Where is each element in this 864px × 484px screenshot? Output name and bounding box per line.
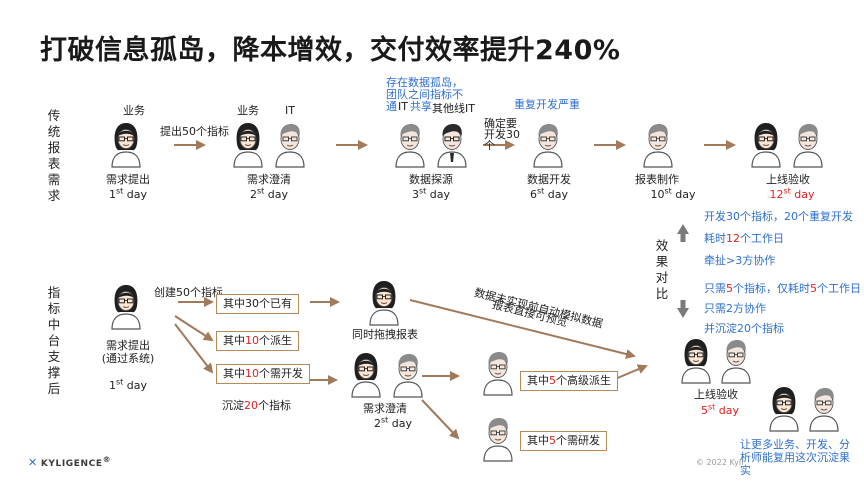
plat-accept-label: 上线验收 [694, 388, 738, 401]
island-note-4: 共享 [410, 100, 432, 113]
role-business-1: 业务 [123, 104, 145, 117]
compare-label: 效果对比 [655, 238, 669, 301]
trad-step3-day: 3st day [411, 186, 451, 201]
confirm-note-3: 个 [484, 139, 495, 152]
island-note-3: 通 [386, 100, 397, 113]
row-label-traditional: 传统报表需求 [47, 108, 61, 203]
drag-report-label: 同时拖拽报表 [352, 328, 418, 341]
trad-step4-label: 数据开发 [527, 173, 571, 186]
trad-step6-label: 上线验收 [766, 173, 810, 186]
business-user-avatar [106, 120, 146, 168]
it-user-avatar [804, 384, 844, 432]
trad-step1-label: 需求提出 [106, 173, 150, 186]
it-user-avatar [716, 336, 756, 384]
row-label-platform: 指标中台支撑后 [47, 285, 61, 396]
compare-arrow-up [677, 224, 689, 242]
trad-step3-label: 数据探源 [409, 173, 453, 186]
it-user-avatar [388, 350, 428, 398]
trad-step1-day: 1st day [108, 186, 148, 201]
compare-arrow-down [677, 300, 689, 318]
plat-clarify-day: 2st day [373, 415, 413, 430]
role-it: IT [285, 104, 295, 117]
business-user-avatar [106, 282, 146, 330]
confirm-note-1: 确定要 [484, 117, 517, 130]
copyright: © 2022 Kyli [696, 458, 744, 467]
metric-box-advanced: 其中5个高级派生 [520, 371, 618, 391]
compare-new-3: 并沉淀20个指标 [704, 322, 784, 335]
dup-dev-note: 重复开发严重 [514, 98, 580, 111]
trad-step5-label: 报表制作 [635, 173, 679, 186]
island-note-2: 团队之间指标不 [386, 88, 463, 101]
plat-step1-label-2: (通过系统) [101, 352, 155, 365]
island-note-1: 存在数据孤岛， [386, 76, 463, 89]
arrow-plat-box2 [174, 315, 214, 342]
it-user-avatar [528, 120, 568, 168]
other-it-user-avatar [432, 120, 472, 168]
arrow-plat-box5 [421, 399, 460, 440]
trad-step4-day: 6st day [529, 186, 569, 201]
arrow-plat-box3 [174, 323, 214, 374]
it-user-avatar [788, 120, 828, 168]
compare-old-1: 开发30个指标，20个重复开发 [704, 210, 853, 223]
plat-step1-day: 1st day [108, 377, 148, 392]
it-user-avatar [478, 414, 518, 462]
plat-accept-day: 5st day [700, 402, 740, 417]
trad-step6-day: 12st day [769, 186, 815, 201]
it-user-avatar [478, 348, 518, 396]
confirm-note-2: 开发30 [484, 128, 520, 141]
it-user-avatar [390, 120, 430, 168]
compare-old-2: 耗时12个工作日 [704, 232, 784, 245]
role-overlap-it: IT [398, 100, 408, 113]
business-user-avatar [228, 120, 268, 168]
business-user-avatar [364, 278, 404, 326]
it-user-avatar [638, 120, 678, 168]
plat-step1-label-1: 需求提出 [106, 339, 150, 352]
trad-step2-day: 2st day [249, 186, 289, 201]
create-metrics-label: 创建50个指标 [154, 286, 223, 299]
trad-step5-day: 10st day [650, 186, 696, 201]
reuse-note-2: 析师能复用这次沉淀果 [740, 451, 850, 464]
business-user-avatar [746, 120, 786, 168]
metric-box-derived: 其中10个派生 [216, 331, 299, 351]
compare-old-3: 牵扯>3方协作 [704, 254, 776, 267]
compare-new-2: 只需2方协作 [704, 302, 766, 315]
role-other-it: 其他线IT [432, 102, 475, 115]
metric-box-rd: 其中5个需研发 [520, 431, 607, 451]
business-user-avatar [346, 350, 386, 398]
plat-clarify-label: 需求澄清 [363, 402, 407, 415]
trad-arrow-label-1: 提出50个指标 [160, 125, 229, 138]
page-title: 打破信息孤岛，降本增效，交付效率提升240% [40, 35, 621, 66]
it-user-avatar [270, 120, 310, 168]
role-business-2: 业务 [237, 104, 259, 117]
business-user-avatar [764, 384, 804, 432]
metric-box-develop: 其中10个需开发 [216, 364, 310, 384]
metric-box-existing: 其中30个已有 [216, 294, 299, 314]
reuse-note-3: 实 [740, 464, 751, 477]
business-user-avatar [676, 336, 716, 384]
kyligence-logo: ✕KYLIGENCE® [28, 455, 112, 470]
trad-step2-label: 需求澄清 [247, 173, 291, 186]
arrow-plat-diagonal [409, 299, 636, 359]
deposit-label: 沉淀20个指标 [222, 399, 291, 412]
compare-new-1: 只需5个指标，仅耗时5个工作日 [704, 282, 861, 295]
logo-mark-icon: ✕ [28, 456, 38, 469]
reuse-note-1: 让更多业务、开发、分 [740, 438, 850, 451]
